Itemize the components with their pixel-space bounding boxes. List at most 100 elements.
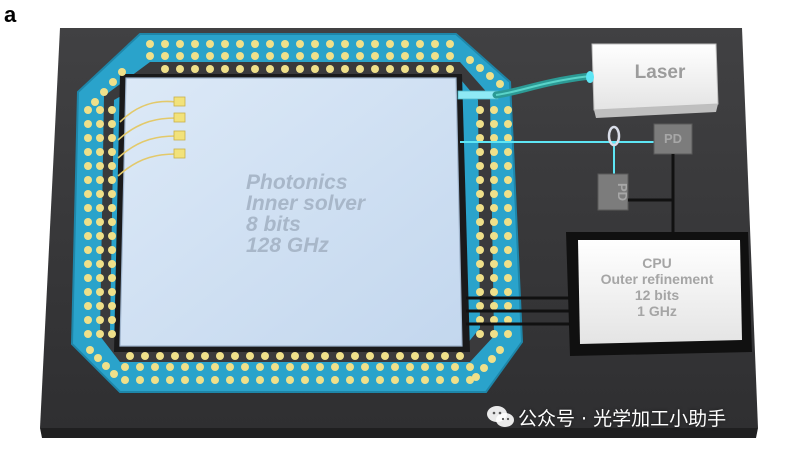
bond-pad xyxy=(96,190,104,198)
bond-pad xyxy=(490,288,498,296)
bond-pad xyxy=(236,65,244,73)
bond-pad xyxy=(504,176,512,184)
bond-pad xyxy=(421,363,429,371)
bond-pad xyxy=(171,352,179,360)
bond-pad xyxy=(256,376,264,384)
bond-pad xyxy=(196,376,204,384)
signal-wires xyxy=(466,154,675,326)
bond-pad xyxy=(241,376,249,384)
bond-pad xyxy=(84,302,92,310)
bond-pad xyxy=(316,376,324,384)
bond-pad xyxy=(306,352,314,360)
bond-pad xyxy=(121,363,129,371)
bond-pad xyxy=(431,65,439,73)
bond-pad xyxy=(476,260,484,268)
bond-pad xyxy=(341,40,349,48)
bond-pad xyxy=(161,40,169,48)
bond-pad xyxy=(476,316,484,324)
bond-pad xyxy=(196,363,204,371)
bond-pad xyxy=(341,52,349,60)
bond-pad xyxy=(281,65,289,73)
watermark: 公众号 · 光学加工小助手 xyxy=(518,408,727,430)
bond-pad xyxy=(181,376,189,384)
bond-pad xyxy=(356,40,364,48)
bond-pad xyxy=(211,363,219,371)
bond-pad xyxy=(476,218,484,226)
bond-pad xyxy=(421,376,429,384)
bond-pad xyxy=(476,302,484,310)
bond-pad xyxy=(331,363,339,371)
bond-pad xyxy=(401,52,409,60)
bond-pad xyxy=(401,40,409,48)
bond-pad xyxy=(356,65,364,73)
bond-pad xyxy=(176,65,184,73)
bond-pad xyxy=(86,346,94,354)
bond-pad xyxy=(476,190,484,198)
edge-coupler xyxy=(457,90,499,100)
bond-pad xyxy=(96,106,104,114)
bond-pad xyxy=(341,65,349,73)
chip-label-line3: 8 bits xyxy=(246,213,301,236)
bond-pad xyxy=(406,376,414,384)
bond-pad xyxy=(504,302,512,310)
bond-pad xyxy=(490,204,498,212)
bond-pad xyxy=(121,376,129,384)
bond-pad xyxy=(84,316,92,324)
bond-pad xyxy=(371,52,379,60)
bond-pad xyxy=(490,176,498,184)
bond-pads xyxy=(84,40,512,384)
bond-pad xyxy=(490,246,498,254)
bond-pad xyxy=(84,106,92,114)
bond-pad xyxy=(371,65,379,73)
bond-pad xyxy=(281,40,289,48)
bond-pad xyxy=(296,65,304,73)
bond-pad xyxy=(386,52,394,60)
bond-pad xyxy=(386,40,394,48)
bond-pad xyxy=(146,52,154,60)
bond-pad xyxy=(486,72,494,80)
bond-pad xyxy=(376,376,384,384)
bond-pad xyxy=(504,120,512,128)
bond-pad xyxy=(108,330,116,338)
bond-pad xyxy=(490,218,498,226)
bond-pad xyxy=(166,363,174,371)
bond-pad xyxy=(490,120,498,128)
bond-pad xyxy=(301,363,309,371)
bond-pad xyxy=(271,363,279,371)
bond-pad xyxy=(296,40,304,48)
bond-pad xyxy=(504,218,512,226)
bond-pad xyxy=(96,218,104,226)
bond-pad xyxy=(504,330,512,338)
bond-pad xyxy=(96,316,104,324)
bond-pad xyxy=(488,355,496,363)
bond-pad xyxy=(156,352,164,360)
bond-pad xyxy=(504,316,512,324)
bond-pad xyxy=(266,65,274,73)
bond-pad xyxy=(504,204,512,212)
bond-pad xyxy=(84,120,92,128)
bond-pad xyxy=(176,40,184,48)
bond-pad xyxy=(411,352,419,360)
cpu-label-line4: 1 GHz xyxy=(637,303,677,319)
bond-pad xyxy=(446,40,454,48)
bond-pad xyxy=(96,134,104,142)
bond-pad xyxy=(161,65,169,73)
bond-pad xyxy=(386,65,394,73)
photonic-chip xyxy=(119,77,463,347)
bond-pad xyxy=(504,288,512,296)
bond-pad xyxy=(396,352,404,360)
bond-pad xyxy=(504,232,512,240)
bond-pad xyxy=(108,134,116,142)
bond-pad xyxy=(118,68,126,76)
bond-pad xyxy=(266,52,274,60)
bond-pad xyxy=(286,376,294,384)
bond-pad xyxy=(490,162,498,170)
bond-pad xyxy=(376,363,384,371)
bond-pad xyxy=(94,354,102,362)
bond-pad xyxy=(108,148,116,156)
bond-pad xyxy=(490,190,498,198)
chip-label-line4: 128 GHz xyxy=(246,234,329,257)
bond-pad xyxy=(176,52,184,60)
bond-pad xyxy=(490,274,498,282)
bond-pad xyxy=(166,376,174,384)
